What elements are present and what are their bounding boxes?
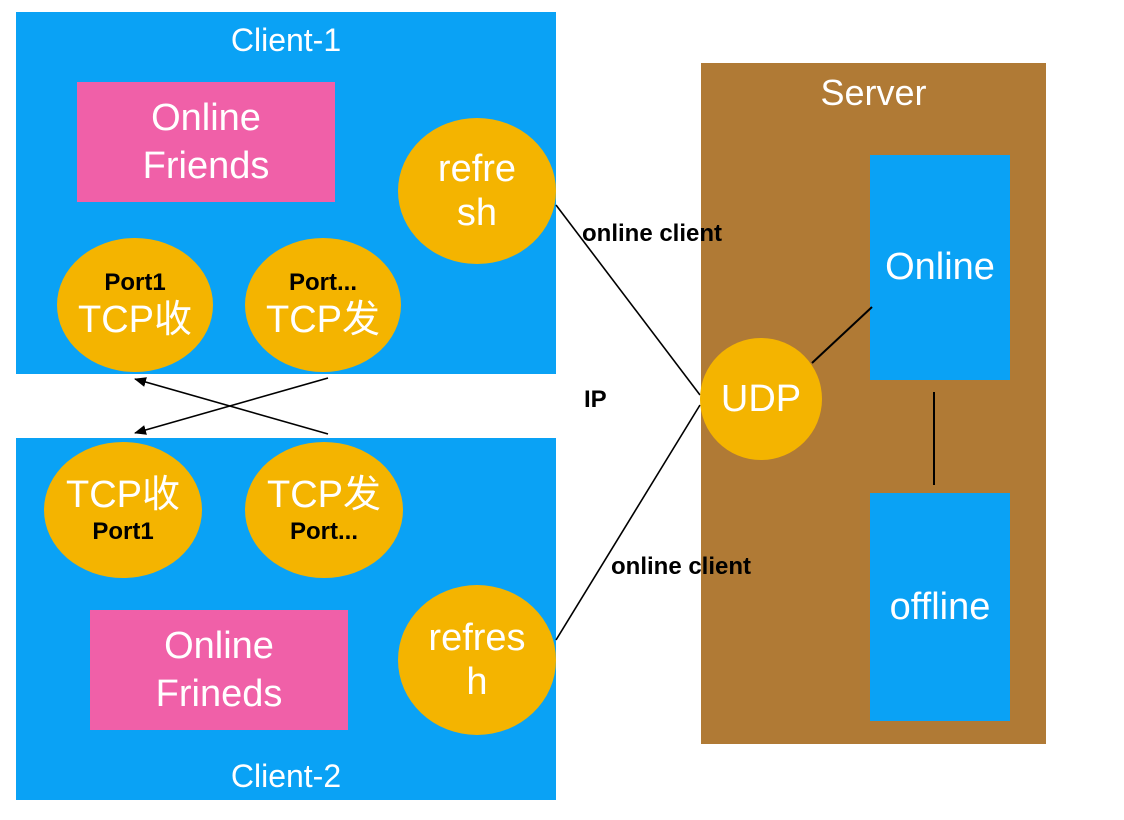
edge-udp-online xyxy=(811,306,873,364)
client-1-refresh-label: refre sh xyxy=(437,148,517,234)
client-1-tcp-recv: Port1 TCP收 xyxy=(57,238,213,372)
client-2-tcp-send-port: Port... xyxy=(289,518,358,545)
client-1-refresh-circle: refre sh xyxy=(398,118,556,264)
client-2-tcp-recv-label: TCP收 xyxy=(65,474,180,516)
server-udp-label: UDP xyxy=(720,378,802,420)
client-2-refresh-label: refres h xyxy=(428,617,526,703)
arrow-send1-to-recv2 xyxy=(134,377,329,435)
client-2-online-friends: Online Frineds xyxy=(90,610,348,730)
edge-label-top: online client xyxy=(582,220,723,247)
client-2-tcp-recv: TCP收 Port1 xyxy=(44,442,202,578)
client-2-refresh-circle: refres h xyxy=(398,585,556,735)
client-1-tcp-send: Port... TCP发 xyxy=(245,238,401,372)
edge-refresh2-udp xyxy=(555,404,701,641)
server-online-box: Online xyxy=(870,155,1010,380)
client-2-tcp-send-label: TCP发 xyxy=(266,474,381,516)
client-1-title: Client-1 xyxy=(230,22,342,58)
client-2-tcp-send: TCP发 Port... xyxy=(245,442,403,578)
edge-refresh1-udp xyxy=(555,204,701,396)
server-offline-box: offline xyxy=(870,493,1010,721)
client-1-tcp-send-label: TCP发 xyxy=(265,299,380,341)
edge-label-ip: IP xyxy=(584,386,607,413)
client-2-tcp-recv-port: Port1 xyxy=(92,518,154,545)
client-1-tcp-recv-label: TCP收 xyxy=(77,299,192,341)
arrow-send2-to-recv1 xyxy=(134,377,329,435)
client-1-tcp-send-port: Port... xyxy=(288,269,357,296)
server-title: Server xyxy=(820,72,927,113)
server-udp-circle: UDP xyxy=(700,338,822,460)
edge-label-bottom: online client xyxy=(611,553,752,580)
client-1-tcp-recv-port: Port1 xyxy=(104,269,166,296)
client-1-online-friends: Online Friends xyxy=(77,82,335,202)
client-2-title: Client-2 xyxy=(230,758,342,794)
